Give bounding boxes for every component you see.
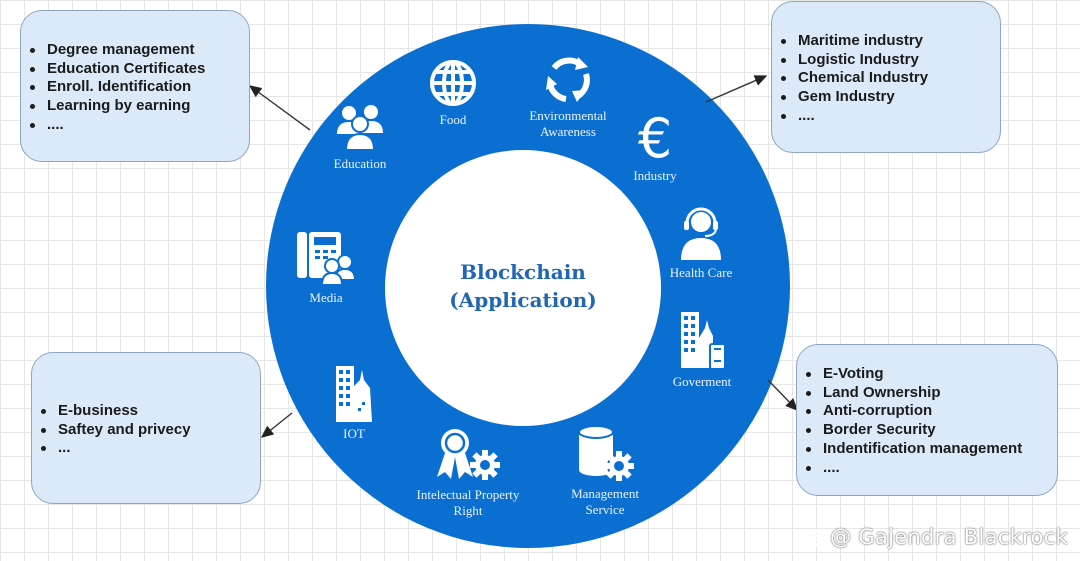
app-label-line1: Management [571, 486, 639, 501]
city-buildings-icon [681, 312, 726, 370]
app-label-line2: Service [585, 502, 625, 517]
list-item: Chemical Industry [781, 69, 1000, 88]
list-item: E-Voting [806, 365, 1057, 384]
list-item: ... [41, 439, 260, 458]
list-item: Education Certificates [30, 60, 249, 79]
center-title-line2: (Application) [449, 288, 597, 312]
app-iot: IOT [326, 364, 382, 442]
list-item: Border Security [806, 421, 1057, 440]
government-list: E-Voting Land Ownership Anti-corruption … [797, 365, 1057, 477]
globe-icon [430, 60, 476, 106]
industry-list: Maritime industry Logistic Industry Chem… [772, 32, 1000, 126]
arrow-to-education-box [248, 85, 311, 131]
list-item: Maritime industry [781, 32, 1000, 51]
award-gear-icon [437, 429, 500, 480]
iot-box: E-business Saftey and privecy ... [31, 352, 261, 504]
watermark: @ Gajendra Blackrock [804, 525, 1068, 549]
app-label: IOT [343, 426, 365, 441]
app-food: Food [418, 58, 488, 128]
arrow-to-government-box [767, 379, 798, 412]
list-item: Learning by earning [30, 97, 249, 116]
database-gear-icon [578, 425, 634, 481]
people-group-icon [337, 105, 383, 151]
industry-box: Maritime industry Logistic Industry Chem… [771, 1, 1001, 153]
euro-icon: € [637, 107, 673, 170]
app-education: Education [320, 104, 400, 172]
watermark-text: @ Gajendra Blackrock [830, 525, 1068, 549]
phone-people-icon [297, 232, 357, 286]
app-label: Industry [633, 168, 677, 183]
app-label: Food [439, 112, 467, 127]
app-media: Media [290, 230, 362, 306]
app-environmental-awareness: Environmental Awareness [516, 54, 620, 140]
arrow-to-industry-box [705, 75, 768, 103]
app-industry: € Industry [622, 112, 688, 184]
app-label: Education [333, 156, 387, 171]
app-label: Goverment [672, 374, 732, 389]
center-title-line1: Blockchain [460, 260, 586, 284]
list-item: Enroll. Identification [30, 78, 249, 97]
government-box: E-Voting Land Ownership Anti-corruption … [796, 344, 1058, 496]
center-circle [385, 150, 661, 426]
list-item: E-business [41, 402, 260, 421]
app-label: Health Care [669, 265, 733, 280]
list-item: Gem Industry [781, 88, 1000, 107]
list-item: .... [806, 459, 1057, 478]
app-label-line2: Right [453, 503, 483, 518]
list-item: Logistic Industry [781, 51, 1000, 70]
headset-person-icon [681, 207, 721, 260]
diamond-logo-icon [805, 528, 825, 548]
education-box: Degree management Education Certificates… [20, 10, 250, 162]
recycle-icon [546, 57, 590, 102]
app-intellectual-property-right: Intelectual Property Right [404, 427, 532, 519]
buildings-icon [336, 366, 372, 422]
center-title: Blockchain (Application) [385, 258, 661, 314]
list-item: Land Ownership [806, 384, 1057, 403]
list-item: Anti-corruption [806, 402, 1057, 421]
list-item: Indentification management [806, 440, 1057, 459]
list-item: .... [30, 116, 249, 135]
iot-list: E-business Saftey and privecy ... [32, 402, 260, 458]
app-management-service: Management Service [562, 422, 648, 518]
app-label-line1: Intelectual Property [416, 487, 520, 502]
arrow-to-iot-box [260, 412, 293, 438]
app-label-line2: Awareness [540, 124, 596, 139]
app-label: Media [309, 290, 343, 305]
app-health-care: Health Care [658, 205, 744, 281]
education-list: Degree management Education Certificates… [21, 41, 249, 135]
list-item: .... [781, 107, 1000, 126]
app-label-line1: Environmental [529, 108, 607, 123]
app-government: Goverment [660, 310, 744, 390]
list-item: Saftey and privecy [41, 421, 260, 440]
list-item: Degree management [30, 41, 249, 60]
